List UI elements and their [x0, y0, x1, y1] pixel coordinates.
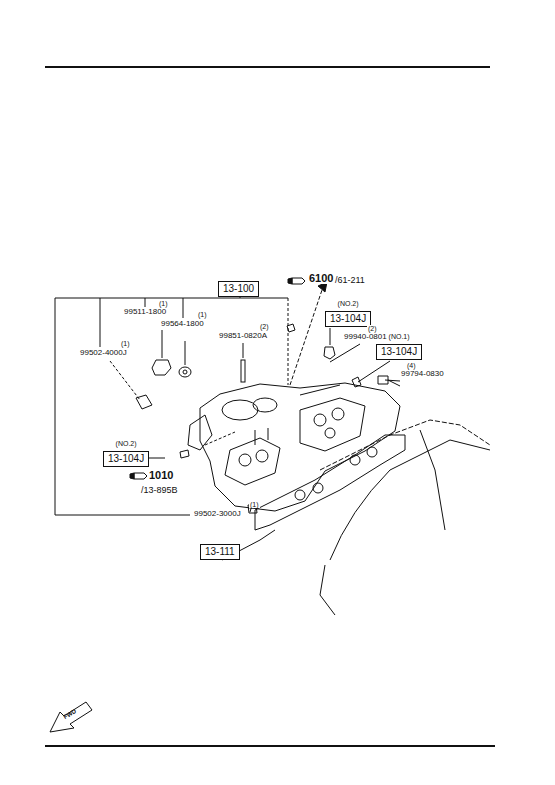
- part-number: 99511-1800: [123, 308, 167, 316]
- part-number: 99502-3000J: [193, 510, 242, 518]
- ref-number: 13-104J: [103, 451, 149, 467]
- part-number: 99564-1800: [160, 320, 205, 328]
- part-number: (2): [367, 325, 378, 332]
- part-number: (2): [259, 323, 270, 330]
- part-ref-box: 13-111: [200, 541, 240, 560]
- part-number: /13-895B: [140, 486, 179, 495]
- part-ref-box: (NO.2) 13-104J: [103, 440, 149, 467]
- ref-heading: (NO.2): [325, 300, 371, 307]
- ref-number: 13-100: [218, 281, 259, 297]
- part-number: 99502-4000J: [79, 349, 128, 357]
- part-number: /61-211: [334, 276, 366, 285]
- ref-page: 6100: [308, 273, 334, 284]
- ref-number: 13-111: [200, 544, 240, 560]
- ref-heading: (NO.2): [103, 440, 149, 447]
- part-ref-box: (NO.2) 13-104J: [325, 300, 371, 327]
- ref-number: 13-104J: [325, 311, 371, 327]
- part-number: (1): [158, 300, 169, 307]
- ref-page: 1010: [148, 470, 174, 481]
- ref-number: 13-104J: [376, 344, 422, 360]
- part-ref-box: 13-100: [218, 278, 259, 297]
- part-number: 99794-0830: [400, 370, 445, 378]
- part-number: (1): [120, 340, 131, 347]
- part-number: (1): [249, 501, 260, 508]
- part-number: (4): [406, 362, 417, 369]
- part-number: 99851-0820A: [218, 332, 268, 340]
- part-number: (1): [197, 311, 208, 318]
- part-number: 99940-0801: [343, 333, 388, 341]
